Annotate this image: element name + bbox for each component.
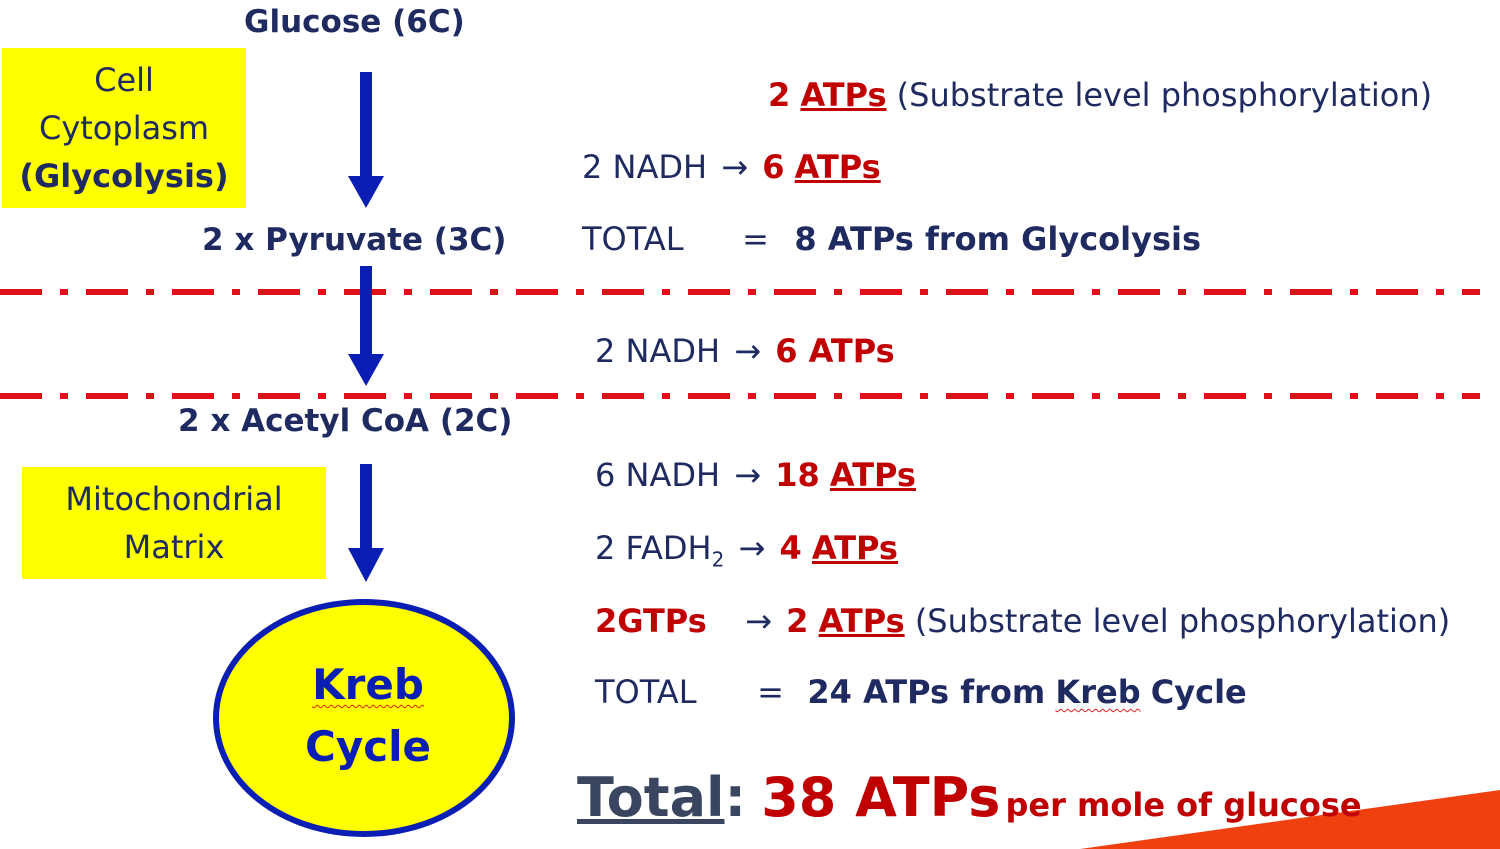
krebs-total-cycle: Cycle: [1150, 673, 1247, 711]
cytoplasm-line-1: Cell: [94, 61, 154, 99]
grand-total-word: Total: [577, 766, 725, 829]
matrix-line-1: Mitochondrial: [65, 480, 283, 518]
arrow-down-icon: [348, 72, 384, 208]
glucose-label: Glucose (6C): [244, 4, 465, 40]
matrix-line-2: Matrix: [123, 528, 225, 566]
fadh-atp-unit: ATPs: [811, 529, 898, 567]
fadh-label: 2 FADH: [595, 529, 712, 567]
total-label: TOTAL: [582, 220, 684, 258]
krebs-total-row: TOTAL = 24 ATPs from Kreb Cycle: [595, 673, 1247, 711]
arrow-right-icon: →: [734, 332, 762, 370]
gtp-note: (Substrate level phosphorylation): [914, 602, 1451, 640]
krebs-total-equals: =: [757, 673, 784, 711]
gtp-atp-count: 2: [786, 602, 809, 640]
krebs-nadh-unit: ATPs: [829, 456, 916, 494]
fadh-atp-count: 4: [779, 529, 802, 567]
kreb-cycle-ellipse: [213, 599, 515, 837]
mitochondrial-matrix-box: Mitochondrial Matrix: [22, 467, 326, 579]
krebs-total-label: TOTAL: [595, 673, 697, 711]
glycolysis-slp-row: 2 ATPs (Substrate level phosphorylation): [768, 76, 1432, 114]
arrow-right-icon: →: [721, 148, 749, 186]
kreb-word: Kreb: [312, 660, 424, 709]
slp-atp-unit: ATPs: [800, 76, 887, 114]
krebs-total-kreb: Kreb: [1055, 673, 1141, 711]
nadh-atp-count: 6: [762, 148, 785, 186]
link-nadh-row: 2 NADH → 6 ATPs: [595, 332, 895, 370]
cycle-word: Cycle: [305, 722, 431, 771]
krebs-gtp-row: 2GTPs → 2 ATPs (Substrate level phosphor…: [595, 602, 1450, 640]
nadh-label: 2 NADH: [582, 148, 708, 186]
link-atp: 6 ATPs: [775, 332, 895, 370]
arrow-down-icon: [348, 266, 384, 386]
acetyl-coa-label: 2 x Acetyl CoA (2C): [178, 403, 513, 439]
arrow-right-icon: →: [734, 456, 762, 494]
grand-total-value: 38 ATPs: [761, 766, 1001, 829]
grand-total: Total: 38 ATPs per mole of glucose: [577, 766, 1362, 829]
cytoplasm-line-3: (Glycolysis): [19, 157, 229, 195]
arrow-right-icon: →: [745, 602, 772, 640]
slp-atp-count: 2: [768, 76, 791, 114]
slp-note: (Substrate level phosphorylation): [896, 76, 1433, 114]
krebs-fadh-row: 2 FADH2 → 4 ATPs: [595, 529, 898, 571]
grand-total-colon: :: [724, 766, 747, 829]
kreb-cycle-label: Kreb Cycle: [213, 654, 523, 778]
nadh-atp-unit: ATPs: [794, 148, 881, 186]
total-value: 8 ATPs from Glycolysis: [794, 220, 1202, 258]
grand-total-suffix: per mole of glucose: [1005, 786, 1362, 824]
krebs-total-pre: 24 ATPs from: [807, 673, 1046, 711]
pyruvate-label: 2 x Pyruvate (3C): [202, 222, 507, 258]
corner-decoration: [1080, 790, 1500, 849]
gtp-label: 2GTPs: [595, 602, 707, 640]
krebs-nadh-row: 6 NADH → 18 ATPs: [595, 456, 916, 494]
arrow-right-icon: →: [738, 529, 766, 567]
total-equals: =: [742, 220, 769, 258]
cell-cytoplasm-box: Cell Cytoplasm (Glycolysis): [2, 48, 246, 208]
glycolysis-nadh-row: 2 NADH → 6 ATPs: [582, 148, 881, 186]
arrow-down-icon: [348, 464, 384, 582]
krebs-nadh-count: 18: [775, 456, 820, 494]
cytoplasm-line-2: Cytoplasm: [38, 109, 210, 147]
glycolysis-total-row: TOTAL = 8 ATPs from Glycolysis: [582, 220, 1201, 258]
gtp-atp-unit: ATPs: [818, 602, 905, 640]
fadh-subscript: 2: [711, 547, 725, 572]
krebs-nadh-label: 6 NADH: [595, 456, 721, 494]
link-nadh-label: 2 NADH: [595, 332, 721, 370]
